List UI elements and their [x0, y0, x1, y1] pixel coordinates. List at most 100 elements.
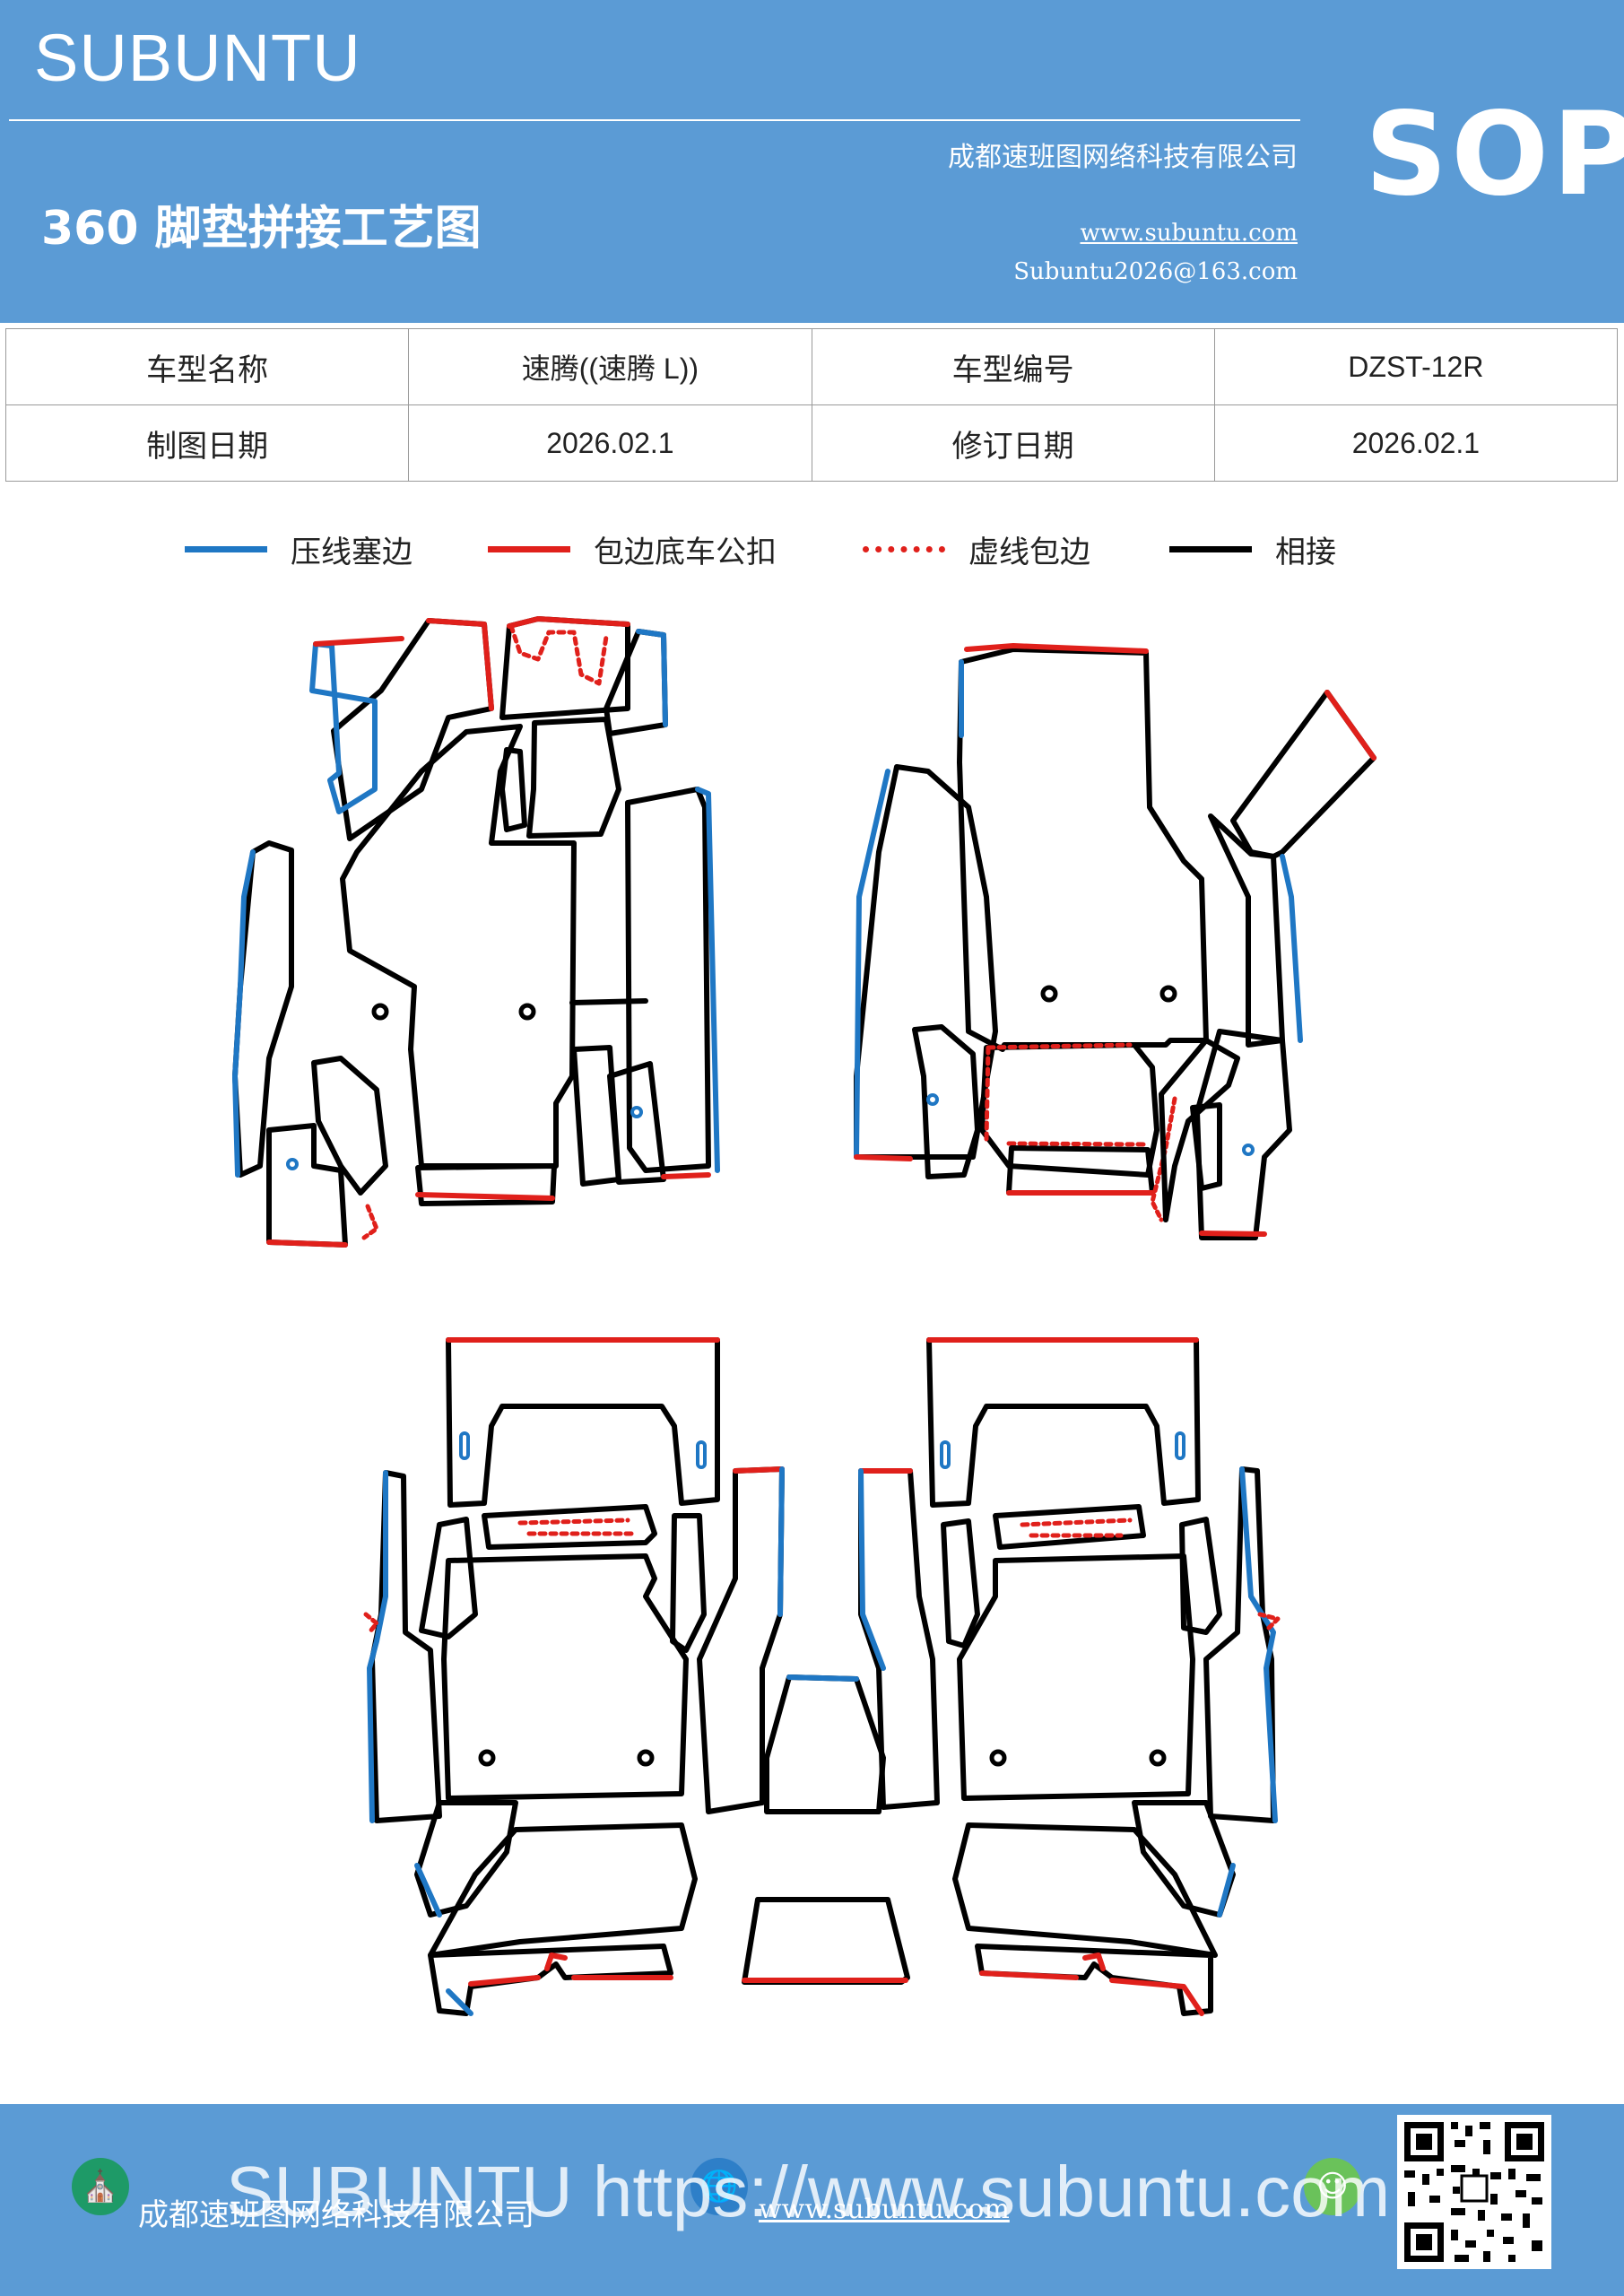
fastener-hole	[637, 1749, 655, 1767]
table-cell: 速腾((速腾 L))	[408, 328, 812, 405]
fastener-hole	[518, 1003, 536, 1021]
table-cell: 2026.02.1	[408, 404, 812, 482]
blue-edge	[1239, 1466, 1278, 1823]
mat-piece	[604, 629, 668, 736]
mat-piece	[912, 1024, 980, 1179]
red-line-swatch	[488, 545, 570, 552]
mat-piece	[1190, 1102, 1222, 1191]
mat-piece	[414, 1800, 518, 1918]
table-cell: 修订日期	[811, 404, 1215, 482]
slot-hole	[696, 1440, 707, 1469]
vehicle-info-table: 车型名称 速腾((速腾 L)) 车型编号 DZST-12R 制图日期 2026.…	[4, 328, 1619, 482]
blue-edge	[854, 769, 890, 1160]
blue-edge	[1217, 1863, 1236, 1918]
blue-edge	[695, 787, 720, 1173]
joint-line	[569, 998, 648, 1005]
table-cell: 车型编号	[811, 328, 1215, 405]
mat-piece	[1203, 1466, 1276, 1823]
fastener-hole	[286, 1158, 299, 1170]
front-left-mat-set	[232, 616, 720, 1248]
red-dotted-edge	[1150, 1096, 1177, 1222]
blue-edge	[414, 1863, 442, 1918]
legend-label: 相接	[1275, 534, 1336, 570]
rear-center-mat-set	[742, 1674, 910, 1985]
center-tunnel-piece	[764, 1674, 886, 1814]
mat-piece	[607, 1061, 666, 1185]
company-name: 成都速班图网络科技有限公司	[948, 142, 1298, 173]
mat-piece	[311, 1056, 388, 1196]
mat-piece	[1179, 1517, 1222, 1635]
building-icon: ⛪	[72, 2158, 129, 2215]
table-cell: 2026.02.1	[1213, 404, 1619, 482]
table-row: 制图日期 2026.02.1 修订日期 2026.02.1	[4, 404, 1619, 482]
fastener-hole	[630, 1106, 643, 1118]
table-cell: 车型名称	[4, 328, 410, 405]
website-link[interactable]: www.subuntu.com	[1080, 220, 1298, 247]
red-edge	[266, 1239, 348, 1248]
blue-line-swatch	[185, 545, 267, 552]
floor-mat-diagram	[232, 616, 1376, 2016]
header-divider	[9, 119, 1300, 121]
red-dotted-edge	[508, 623, 609, 686]
fastener-hole	[371, 1003, 389, 1021]
mat-piece	[482, 1504, 657, 1550]
red-edge	[733, 1466, 785, 1474]
front-right-mat-set	[854, 643, 1376, 1240]
mat-piece	[697, 1466, 785, 1814]
line-legend: 压线塞边 包边底车公扣 虚线包边 相接	[0, 522, 1624, 576]
red-edge	[468, 1975, 541, 1987]
rear-main-piece	[441, 1553, 689, 1801]
rear-left-mat-set	[363, 1337, 785, 2016]
red-edge	[854, 1154, 913, 1161]
red-edge	[661, 1172, 711, 1179]
red-edge	[507, 616, 630, 629]
red-dotted-edge	[984, 1042, 1151, 1147]
black-line-swatch	[1169, 545, 1252, 552]
blue-edge	[232, 849, 256, 1178]
fastener-hole	[1159, 985, 1177, 1003]
blue-edge	[777, 1466, 785, 1617]
email-address[interactable]: Subuntu2026@163.com	[1013, 258, 1298, 285]
red-edge	[1199, 1231, 1267, 1237]
fastener-hole	[1149, 1749, 1167, 1767]
mat-piece	[1208, 813, 1285, 1048]
footer-website-link[interactable]: www.subuntu.com	[759, 2194, 1010, 2225]
brand-logo: SUBUNTU	[34, 21, 361, 95]
mat-piece	[952, 1822, 1218, 1958]
mat-piece	[499, 747, 527, 832]
red-edge	[1324, 690, 1376, 761]
qr-code[interactable]	[1397, 2115, 1551, 2269]
slot-hole	[459, 1431, 470, 1460]
mat-piece	[419, 1517, 478, 1639]
legend-item: 相接	[1169, 522, 1336, 576]
table-cell: DZST-12R	[1213, 328, 1619, 405]
slot-hole	[940, 1440, 951, 1469]
blue-edge	[858, 1468, 886, 1671]
mat-piece	[415, 1163, 557, 1206]
legend-label: 压线塞边	[291, 534, 413, 570]
rear-right-mat-set	[858, 1337, 1281, 2016]
red-dotted-edge	[363, 1612, 379, 1635]
legend-item: 包边底车公扣	[488, 522, 777, 576]
mat-piece	[993, 1504, 1146, 1550]
red-edge	[1109, 1978, 1204, 2016]
red-dotted-edge	[361, 1204, 379, 1240]
mat-piece	[1194, 1029, 1292, 1240]
red-edge	[964, 643, 1149, 654]
fastener-hole	[478, 1749, 496, 1767]
blue-edge	[446, 1988, 473, 2016]
mat-piece	[1230, 690, 1376, 859]
mat-piece	[526, 717, 621, 839]
mat-piece	[979, 1042, 1159, 1178]
legend-label: 虚线包边	[968, 534, 1090, 570]
red-dotted-edge	[1020, 1518, 1133, 1538]
page-title: 360 脚垫拼接工艺图	[41, 202, 482, 256]
legend-item: 虚线包边	[863, 522, 1090, 576]
footer-company-name: 成都速班图网络科技有限公司	[138, 2197, 534, 2233]
wechat-icon[interactable]: ☺	[1304, 2158, 1361, 2215]
red-dotted-edge	[1257, 1612, 1281, 1631]
main-passenger-mat	[957, 647, 1209, 1052]
red-edge	[426, 618, 494, 711]
table-row: 车型名称 速腾((速腾 L)) 车型编号 DZST-12R	[4, 328, 1619, 405]
sop-badge: SOP	[1365, 88, 1624, 222]
